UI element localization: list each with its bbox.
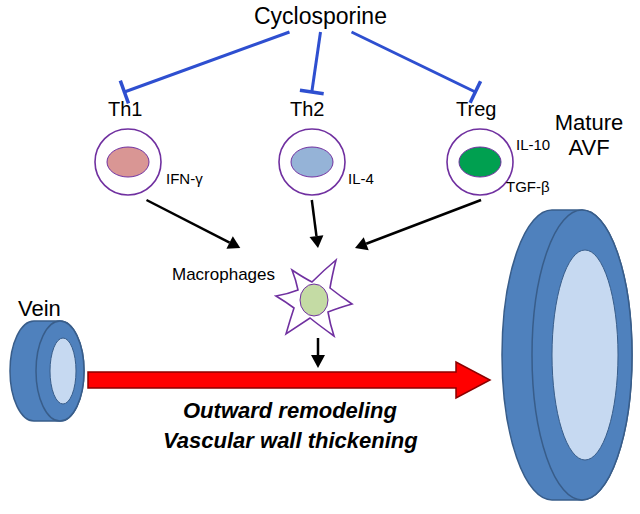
cytokine-label: TGF-β <box>506 178 550 195</box>
remodeling-arrow <box>88 362 490 398</box>
inhibition-line <box>300 32 324 94</box>
macrophage-cell: Macrophages <box>170 248 355 340</box>
th1-cell: Th1IFN-γ <box>88 92 218 200</box>
process-label: Outward remodeling <box>183 398 397 424</box>
node-shape <box>490 108 638 508</box>
node-label: Treg <box>456 98 496 121</box>
node-label: Cyclosporine <box>254 3 387 29</box>
cytokine-label: IFN-γ <box>166 170 203 187</box>
node-label: Th1 <box>108 98 142 121</box>
cytokine-label: IL-4 <box>348 170 374 187</box>
node-label: Mature AVF <box>542 110 636 161</box>
avf-vessel: Mature AVF <box>490 108 639 508</box>
pointer-arrowhead <box>311 355 325 368</box>
effect-arrow <box>147 200 241 249</box>
process-label: Vascular wall thickening <box>163 428 418 454</box>
vein-vessel: Vein <box>4 296 88 424</box>
node-label: Macrophages <box>172 265 275 285</box>
pointer-arrow <box>317 338 320 356</box>
node-shape <box>170 248 355 340</box>
effect-arrow <box>355 200 481 250</box>
inhibition-line <box>120 32 289 103</box>
drug-label: Cyclosporine <box>250 2 391 32</box>
effect-arrow <box>310 200 324 248</box>
treg-cell: TregIL-10TGF-β <box>440 92 554 200</box>
inhibition-line <box>352 32 481 103</box>
node-label: Th2 <box>290 98 324 121</box>
th2-cell: Th2IL-4 <box>270 92 380 200</box>
node-label: Vein <box>18 296 61 321</box>
cytokine-label: IL-10 <box>516 136 550 153</box>
